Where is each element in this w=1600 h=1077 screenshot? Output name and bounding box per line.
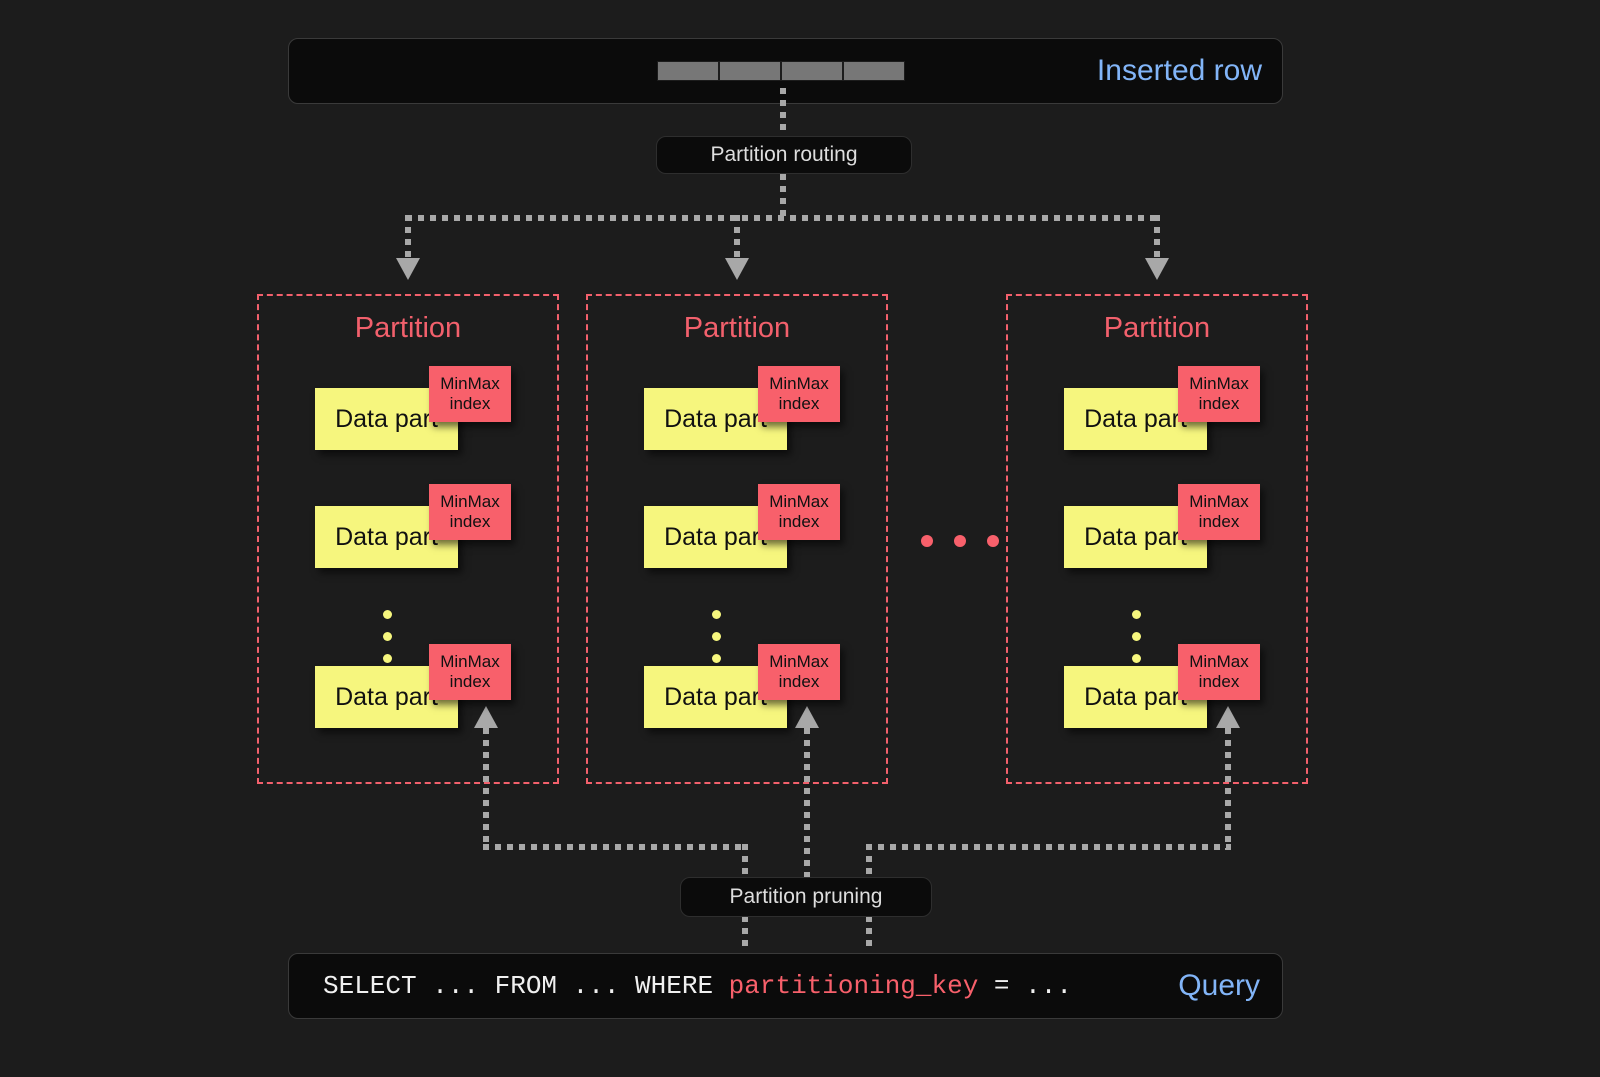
data-parts-ellipsis <box>712 610 721 676</box>
inserted-row-label: Inserted row <box>1096 54 1262 87</box>
partition-routing-box: Partition routing <box>656 136 912 174</box>
ellipsis-dot <box>383 610 392 619</box>
data-parts-ellipsis <box>1132 610 1141 676</box>
row-cell <box>843 61 905 81</box>
query-prefix: SELECT ... FROM ... WHERE <box>323 971 729 1001</box>
row-cell <box>781 61 843 81</box>
arrow-into-data-part-1 <box>795 706 819 728</box>
pruning-bus-right <box>866 844 1231 850</box>
query-label: Query <box>1178 969 1260 1002</box>
pruning-bus-left <box>483 844 746 850</box>
connector-pruning-to-partition-2 <box>1225 728 1231 850</box>
minmax-line2: index <box>449 672 491 691</box>
connector-bus-to-partition-0 <box>405 215 411 261</box>
arrow-into-partition-2 <box>1145 258 1169 280</box>
minmax-line2: index <box>449 512 491 531</box>
partition-pruning-box: Partition pruning <box>680 877 932 917</box>
partition-routing-label: Partition routing <box>710 143 858 166</box>
ellipsis-dot <box>712 632 721 641</box>
connector-bus-to-partition-1 <box>734 215 740 261</box>
arrow-into-data-part-0 <box>474 706 498 728</box>
query-text: SELECT ... FROM ... WHERE partitioning_k… <box>323 971 1072 1001</box>
ellipsis-dot <box>1132 632 1141 641</box>
minmax-line2: index <box>778 512 820 531</box>
minmax-line2: index <box>778 672 820 691</box>
data-parts-ellipsis <box>383 610 392 676</box>
partition-title: Partition <box>683 312 791 344</box>
row-cell <box>719 61 781 81</box>
ellipsis-dot <box>383 632 392 641</box>
minmax-line1: MinMax <box>1189 374 1249 394</box>
minmax-line1: MinMax <box>440 652 500 672</box>
partition-pruning-label: Partition pruning <box>729 885 883 908</box>
arrow-into-partition-0 <box>396 258 420 280</box>
minmax-line1: MinMax <box>440 492 500 512</box>
arrow-into-partition-1 <box>725 258 749 280</box>
minmax-line2: index <box>1198 394 1240 413</box>
partition-title: Partition <box>1103 312 1211 344</box>
connector-bus-to-partition-2 <box>1154 215 1160 261</box>
partitions-ellipsis <box>921 535 999 547</box>
data-part-box: Data part <box>315 388 458 450</box>
partition-title: Partition <box>354 312 462 344</box>
ellipsis-dot <box>712 610 721 619</box>
minmax-line1: MinMax <box>1189 492 1249 512</box>
ellipsis-dot <box>1132 654 1141 663</box>
ellipsis-dot <box>383 654 392 663</box>
ellipsis-dot <box>987 535 999 547</box>
arrow-into-data-part-2 <box>1216 706 1240 728</box>
connector-pruning-to-partition-1 <box>804 728 810 878</box>
minmax-line2: index <box>1198 672 1240 691</box>
query-partitioning-key: partitioning_key <box>728 971 979 1001</box>
ellipsis-dot <box>1132 610 1141 619</box>
minmax-line1: MinMax <box>769 652 829 672</box>
ellipsis-dot <box>921 535 933 547</box>
query-bar: SELECT ... FROM ... WHERE partitioning_k… <box>288 953 1283 1019</box>
minmax-line1: MinMax <box>769 374 829 394</box>
connector-row-to-routing <box>780 88 786 138</box>
row-cell <box>657 61 719 81</box>
minmax-line2: index <box>449 394 491 413</box>
minmax-line1: MinMax <box>1189 652 1249 672</box>
minmax-line2: index <box>778 394 820 413</box>
minmax-line1: MinMax <box>440 374 500 394</box>
ellipsis-dot <box>712 654 721 663</box>
connector-pruning-to-partition-0 <box>483 728 489 850</box>
routing-distribution-bus <box>406 215 1160 221</box>
query-suffix: = ... <box>978 971 1072 1001</box>
ellipsis-dot <box>954 535 966 547</box>
minmax-line1: MinMax <box>769 492 829 512</box>
inserted-row-cells <box>657 61 905 81</box>
connector-routing-to-bus <box>780 174 786 219</box>
minmax-line2: index <box>1198 512 1240 531</box>
